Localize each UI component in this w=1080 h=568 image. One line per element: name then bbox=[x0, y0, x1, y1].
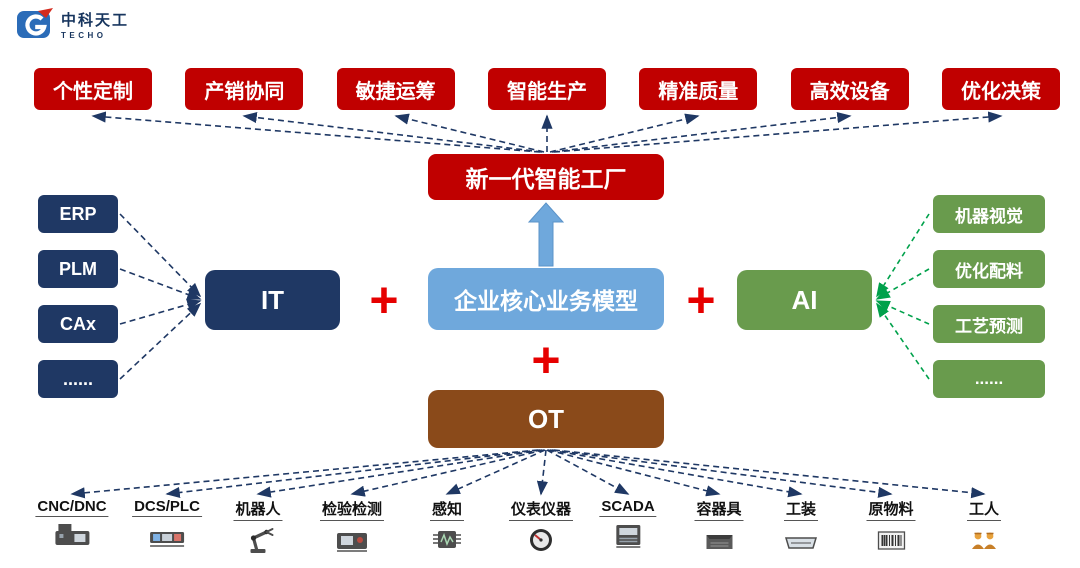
device-tooling: 工装 bbox=[782, 498, 820, 556]
cnc-machine-icon bbox=[53, 520, 91, 552]
logo: 中科天工 TECHO bbox=[16, 8, 129, 40]
device-sensor: 感知 bbox=[428, 498, 466, 556]
device-label: 感知 bbox=[429, 498, 464, 521]
core-model-box: 企业核心业务模型 bbox=[428, 268, 664, 330]
device-label: CNC/DNC bbox=[35, 498, 109, 517]
it-source-erp: ERP bbox=[38, 195, 118, 233]
device-label: 容器具 bbox=[694, 498, 744, 521]
raw-material-icon bbox=[872, 524, 910, 556]
device-container: 容器具 bbox=[694, 498, 744, 556]
plus-sign-it-core: + bbox=[369, 272, 399, 328]
techo-logo-icon bbox=[17, 8, 53, 38]
ai-cap-vision: 机器视觉 bbox=[933, 195, 1045, 233]
device-workers: 工人 bbox=[965, 498, 1003, 556]
capability-box-quality: 精准质量 bbox=[639, 68, 758, 110]
device-inspection: 检验检测 bbox=[319, 498, 385, 556]
device-label: 工装 bbox=[783, 498, 818, 521]
device-label: 仪表仪器 bbox=[508, 498, 574, 521]
sensor-icon bbox=[428, 524, 466, 556]
smart-factory-box: 新一代智能工厂 bbox=[428, 154, 664, 200]
it-source-more: ...... bbox=[38, 360, 118, 398]
device-scada: SCADA bbox=[599, 498, 657, 552]
plc-controller-icon bbox=[148, 520, 186, 552]
capability-box-collab: 产销协同 bbox=[185, 68, 304, 110]
gauge-icon bbox=[522, 524, 560, 556]
logo-text: 中科天工 TECHO bbox=[61, 9, 129, 40]
robot-arm-icon bbox=[239, 524, 277, 556]
capability-box-equipment: 高效设备 bbox=[790, 68, 909, 110]
it-box: IT bbox=[205, 270, 340, 330]
plus-sign-core-ai: + bbox=[686, 272, 716, 328]
tooling-tray-icon bbox=[782, 524, 820, 556]
ai-cap-more: ...... bbox=[933, 360, 1045, 398]
device-label: 原物料 bbox=[866, 498, 916, 521]
capability-box-decision: 优化决策 bbox=[941, 68, 1060, 110]
it-source-column: ERP PLM CAx ...... bbox=[38, 195, 118, 398]
logo-brand: 中科天工 bbox=[61, 11, 130, 29]
capability-row: 个性定制 产销协同 敏捷运筹 智能生产 精准质量 高效设备 优化决策 bbox=[0, 68, 1080, 110]
device-label: DCS/PLC bbox=[132, 498, 202, 517]
plus-sign-core-ot: + bbox=[531, 332, 561, 388]
it-source-plm: PLM bbox=[38, 250, 118, 288]
device-gauge: 仪表仪器 bbox=[508, 498, 574, 556]
device-label: 检验检测 bbox=[319, 498, 385, 521]
capability-box-smart-prod: 智能生产 bbox=[487, 68, 606, 110]
it-source-cax: CAx bbox=[38, 305, 118, 343]
device-dcs-plc: DCS/PLC bbox=[132, 498, 202, 552]
container-icon bbox=[700, 524, 738, 556]
device-cnc-dnc: CNC/DNC bbox=[35, 498, 109, 552]
ai-capability-column: 机器视觉 优化配料 工艺预测 ...... bbox=[933, 195, 1045, 398]
capability-box-custom: 个性定制 bbox=[34, 68, 152, 110]
core-to-factory-arrow bbox=[527, 202, 565, 267]
device-raw-material: 原物料 bbox=[866, 498, 916, 556]
ot-box: OT bbox=[428, 390, 664, 448]
inspection-device-icon bbox=[333, 524, 371, 556]
ai-cap-batching: 优化配料 bbox=[933, 250, 1045, 288]
ai-box: AI bbox=[737, 270, 872, 330]
device-label: 工人 bbox=[966, 498, 1001, 521]
logo-subtitle: TECHO bbox=[61, 30, 107, 40]
ai-cap-predict: 工艺预测 bbox=[933, 305, 1045, 343]
workers-icon bbox=[965, 524, 1003, 556]
device-label: 机器人 bbox=[233, 498, 283, 521]
device-label: SCADA bbox=[599, 498, 657, 517]
device-robot: 机器人 bbox=[233, 498, 283, 556]
capability-box-agile: 敏捷运筹 bbox=[336, 68, 455, 110]
scada-panel-icon bbox=[609, 520, 647, 552]
